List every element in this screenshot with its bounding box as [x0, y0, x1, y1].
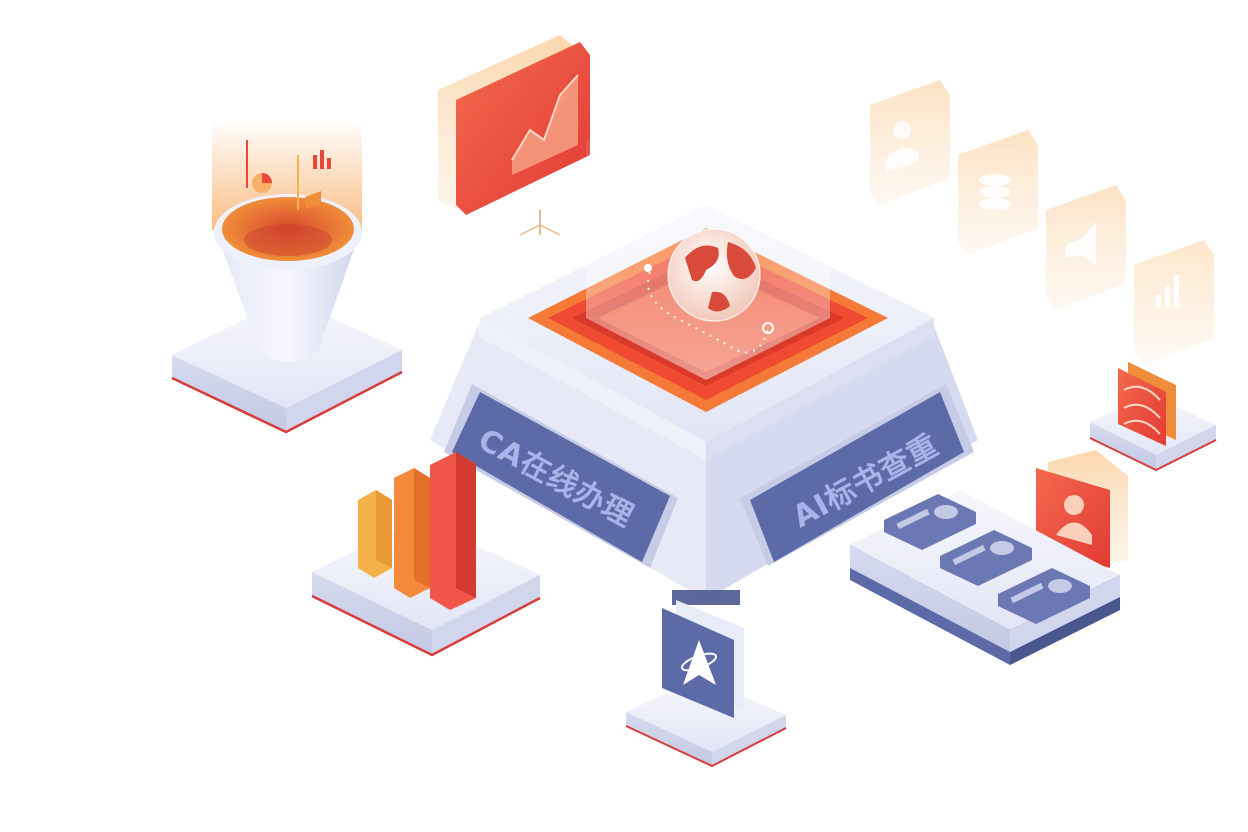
bar-chart-icon — [358, 452, 476, 610]
megaphone-icon — [1046, 185, 1126, 310]
database-icon — [958, 130, 1038, 255]
pattern-card-icon — [1118, 362, 1176, 446]
user-card-icon — [870, 80, 950, 205]
mini-pie-icon — [252, 173, 272, 193]
document-card-2 — [940, 530, 1032, 586]
globe-icon — [667, 228, 761, 322]
document-card-3 — [998, 568, 1090, 624]
compass-logo-icon — [662, 600, 744, 718]
user-portrait-icon — [1036, 450, 1128, 570]
compass-platform — [625, 678, 787, 768]
stats-icon — [1134, 240, 1214, 365]
line-chart-card-icon — [438, 35, 590, 236]
mini-bars-icon — [313, 150, 331, 169]
document-card-1 — [884, 494, 976, 550]
funnel-icon — [212, 120, 362, 362]
